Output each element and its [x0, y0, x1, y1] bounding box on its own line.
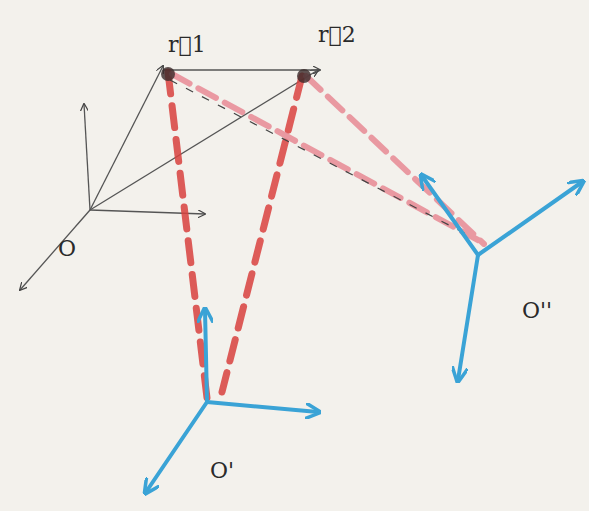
frame-o-double-prime-axes [422, 176, 582, 380]
position-lines-o-double-prime [172, 74, 484, 244]
vector-label: r⃗2 [318, 24, 356, 46]
pencil-dash [170, 80, 470, 236]
frame-o-prime-axes [146, 310, 318, 492]
origin-label: O'' [522, 300, 552, 322]
position-lines-o-prime [168, 72, 302, 398]
vector-label: r⃗1 [168, 34, 206, 56]
origin-label: O [58, 238, 76, 260]
origin-label: O' [210, 460, 234, 482]
vector-tips [161, 67, 311, 83]
